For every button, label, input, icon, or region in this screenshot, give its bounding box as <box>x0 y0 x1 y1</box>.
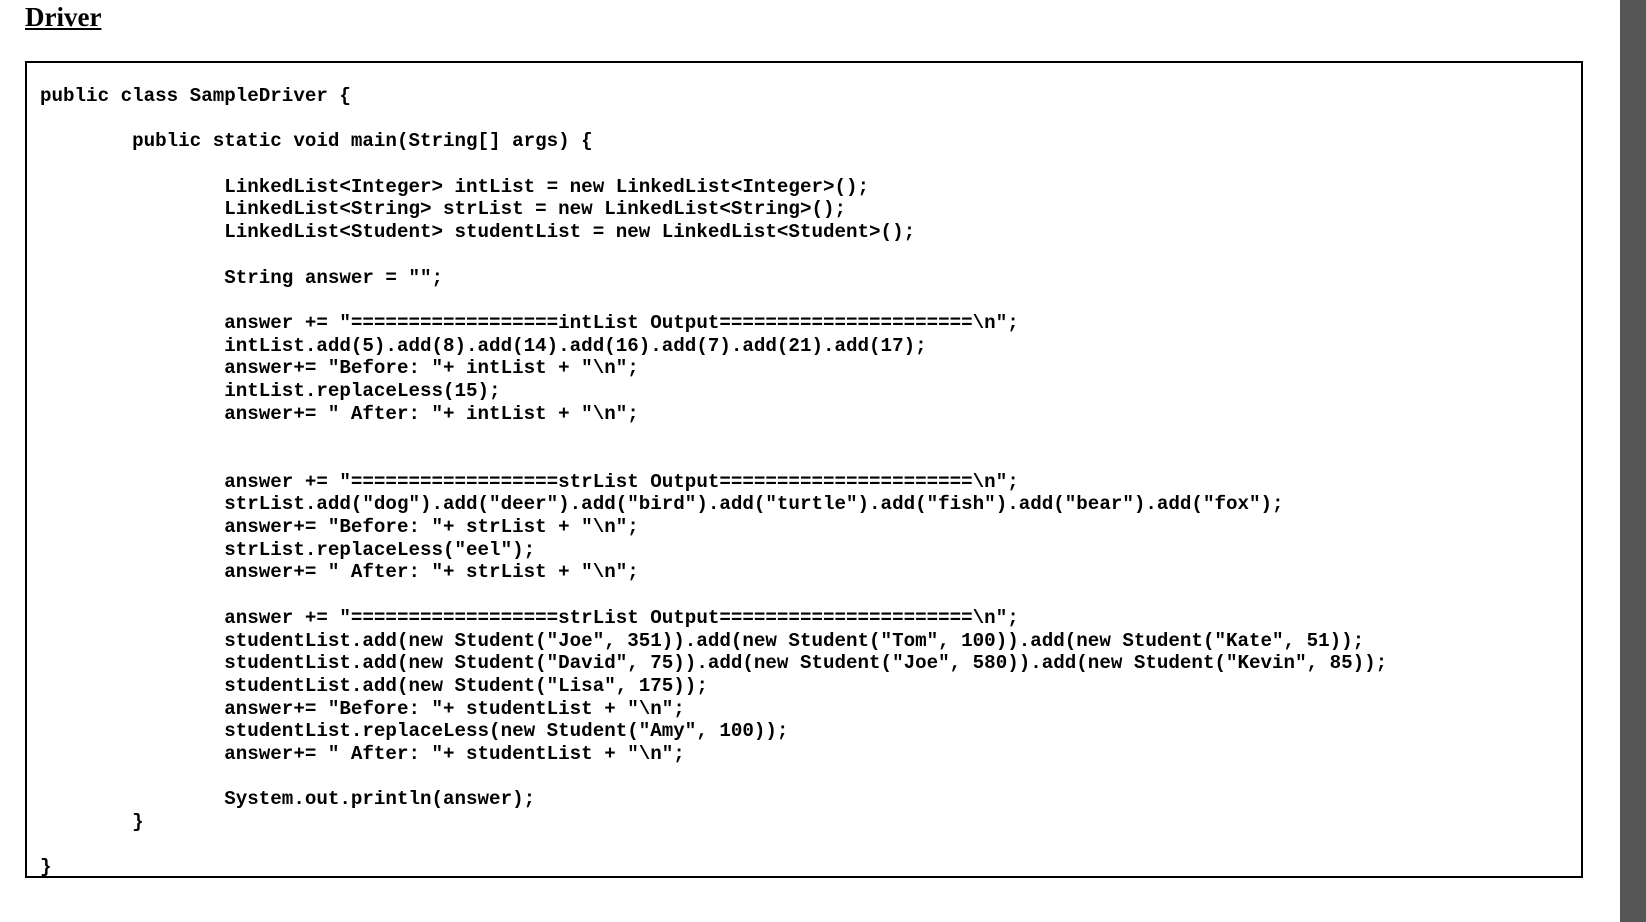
code-line: LinkedList<String> strList = new LinkedL… <box>40 198 847 221</box>
code-box: public class SampleDriver { public stati… <box>25 61 1583 878</box>
code-line: studentList.add(new Student("David", 75)… <box>40 652 1388 675</box>
code-line: intList.add(5).add(8).add(14).add(16).ad… <box>40 334 927 357</box>
code-line: System.out.println(answer); <box>40 788 536 811</box>
code-line: answer+= "Before: "+ studentList + "\n"; <box>40 697 685 720</box>
code-line: answer += "==================intList Out… <box>40 311 1019 334</box>
code-listing: public class SampleDriver { public stati… <box>40 85 1387 879</box>
code-line: studentList.add(new Student("Joe", 351))… <box>40 629 1365 652</box>
code-line <box>40 425 1387 448</box>
code-line: String answer = ""; <box>40 266 444 289</box>
code-line: answer+= " After: "+ strList + "\n"; <box>40 561 639 584</box>
code-line: LinkedList<Student> studentList = new Li… <box>40 221 916 244</box>
code-line: answer += "==================strList Out… <box>40 470 1019 493</box>
code-line: public class SampleDriver { <box>40 85 351 107</box>
section-heading: Driver <box>25 2 102 32</box>
code-line: } <box>40 856 52 879</box>
code-line <box>40 153 1387 176</box>
code-line: } <box>40 811 144 833</box>
code-line <box>40 244 1387 267</box>
code-line <box>40 766 1387 789</box>
code-line <box>40 834 1387 857</box>
code-line: answer += "==================strList Out… <box>40 606 1019 629</box>
code-line <box>40 108 1387 131</box>
code-line: answer+= "Before: "+ strList + "\n"; <box>40 516 639 539</box>
code-line: answer+= " After: "+ intList + "\n"; <box>40 402 639 425</box>
code-line <box>40 289 1387 312</box>
code-line: LinkedList<Integer> intList = new Linked… <box>40 175 870 198</box>
code-line: studentList.replaceLess(new Student("Amy… <box>40 720 789 743</box>
code-line: strList.replaceLess("eel"); <box>40 538 536 561</box>
code-line <box>40 584 1387 607</box>
code-line <box>40 448 1387 471</box>
code-line: strList.add("dog").add("deer").add("bird… <box>40 493 1284 516</box>
code-line: answer+= " After: "+ studentList + "\n"; <box>40 742 685 765</box>
code-line: studentList.add(new Student("Lisa", 175)… <box>40 674 708 697</box>
code-line: public static void main(String[] args) { <box>40 130 593 153</box>
code-line: intList.replaceLess(15); <box>40 379 501 402</box>
code-line: answer+= "Before: "+ intList + "\n"; <box>40 357 639 380</box>
window-scrollbar-gutter[interactable] <box>1620 0 1646 922</box>
